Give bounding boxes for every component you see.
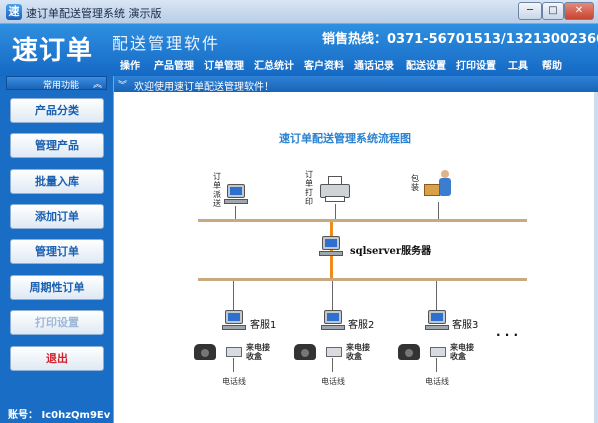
chevron-up-icon[interactable]: ︽ <box>92 80 102 90</box>
menu-operation[interactable]: 操作 <box>120 61 140 72</box>
welcome-bar: ︾ 欢迎使用速订单配送管理软件！ <box>114 76 598 93</box>
account-label: 账号： Ic0hzQm9Ev <box>8 410 111 421</box>
telephone-icon <box>398 344 420 360</box>
menu-print-settings[interactable]: 打印设置 <box>456 61 496 72</box>
order-print-label: 订单打印 <box>305 170 313 206</box>
manage-products-button[interactable]: 管理产品 <box>10 133 104 158</box>
app-header <box>0 24 598 76</box>
phone-line-label: 电话线 <box>321 377 345 386</box>
menu-summary-statistics[interactable]: 汇总统计 <box>254 61 294 72</box>
phone-line-label: 电话线 <box>222 377 246 386</box>
connector-line <box>332 358 333 372</box>
connector-line <box>233 358 234 372</box>
server-label: sqlserver服务器 <box>350 246 432 257</box>
add-order-button[interactable]: 添加订单 <box>10 204 104 229</box>
main-panel: ︾ 欢迎使用速订单配送管理软件！ 速订单配送管理系统流程图 订单派送 订单打印 … <box>113 76 598 423</box>
diagram-title: 速订单配送管理系统流程图 <box>279 132 411 145</box>
packing-label: 包装 <box>411 174 419 192</box>
computer-icon <box>425 310 451 332</box>
flow-diagram: 速订单配送管理系统流程图 订单派送 订单打印 包装 sqlserver服务器 <box>114 92 595 423</box>
menu-customer-data[interactable]: 客户资料 <box>304 61 344 72</box>
connector-line <box>436 281 437 311</box>
menu-order-management[interactable]: 订单管理 <box>204 61 244 72</box>
server-link-line <box>330 222 333 278</box>
connector-line <box>235 206 236 219</box>
sidebar-header[interactable]: 常用功能 ︽ <box>6 76 107 91</box>
computer-icon <box>222 310 248 332</box>
sidebar-header-label: 常用功能 <box>43 81 80 91</box>
client2-label: 客服2 <box>348 320 375 331</box>
client1-label: 客服1 <box>250 320 277 331</box>
caller-box-label: 来电接收盒 <box>246 343 270 361</box>
connector-line <box>438 202 439 219</box>
scrollbar[interactable] <box>594 92 598 423</box>
caller-box-label: 来电接收盒 <box>450 343 474 361</box>
connector-line <box>332 281 333 311</box>
more-clients-ellipsis: · · · <box>496 328 519 342</box>
caller-id-box-icon <box>326 347 342 357</box>
connector-line <box>233 281 234 311</box>
close-button[interactable]: ✕ <box>564 2 594 20</box>
menu-call-records[interactable]: 通话记录 <box>354 61 394 72</box>
app-subtitle: 配送管理软件 <box>112 34 221 53</box>
computer-icon <box>224 184 250 206</box>
caller-id-box-icon <box>430 347 446 357</box>
product-category-button[interactable]: 产品分类 <box>10 98 104 123</box>
print-settings-button[interactable]: 打印设置 <box>10 310 104 335</box>
minimize-button[interactable]: ─ <box>518 2 542 20</box>
packing-worker-icon <box>424 170 456 202</box>
window-title-bar: 速 速订单配送管理系统 演示版 ─ □ ✕ <box>0 0 598 24</box>
sidebar: 常用功能 ︽ 产品分类 管理产品 批量入库 添加订单 管理订单 周期性订单 打印… <box>0 76 113 423</box>
exit-button[interactable]: 退出 <box>10 346 104 371</box>
network-bus-top <box>198 219 527 222</box>
maximize-button[interactable]: □ <box>542 2 564 20</box>
server-icon <box>319 236 345 258</box>
menu-delivery-settings[interactable]: 配送设置 <box>406 61 446 72</box>
window-title: 速订单配送管理系统 演示版 <box>26 7 162 20</box>
computer-icon <box>321 310 347 332</box>
menu-help[interactable]: 帮助 <box>542 61 562 72</box>
caller-id-box-icon <box>226 347 242 357</box>
order-dispatch-label: 订单派送 <box>213 172 221 208</box>
connector-line <box>335 204 336 219</box>
printer-icon <box>320 176 350 204</box>
client3-label: 客服3 <box>452 320 479 331</box>
manage-orders-button[interactable]: 管理订单 <box>10 239 104 264</box>
app-logo: 速订单 <box>12 36 94 66</box>
network-bus-bottom <box>198 278 527 281</box>
caller-box-label: 来电接收盒 <box>346 343 370 361</box>
telephone-icon <box>294 344 316 360</box>
app-icon: 速 <box>6 4 22 20</box>
connector-line <box>436 358 437 372</box>
menu-bar: 操作 产品管理 订单管理 汇总统计 客户资料 通话记录 配送设置 打印设置 工具… <box>112 55 598 73</box>
sales-hotline: 销售热线：0371-56701513/13213002360 <box>322 32 598 47</box>
chevron-down-icon[interactable]: ︾ <box>118 81 128 91</box>
batch-stock-in-button[interactable]: 批量入库 <box>10 169 104 194</box>
telephone-icon <box>194 344 216 360</box>
welcome-message: 欢迎使用速订单配送管理软件！ <box>134 82 274 93</box>
phone-line-label: 电话线 <box>425 377 449 386</box>
menu-tools[interactable]: 工具 <box>508 61 528 72</box>
periodic-orders-button[interactable]: 周期性订单 <box>10 275 104 300</box>
menu-product-management[interactable]: 产品管理 <box>154 61 194 72</box>
